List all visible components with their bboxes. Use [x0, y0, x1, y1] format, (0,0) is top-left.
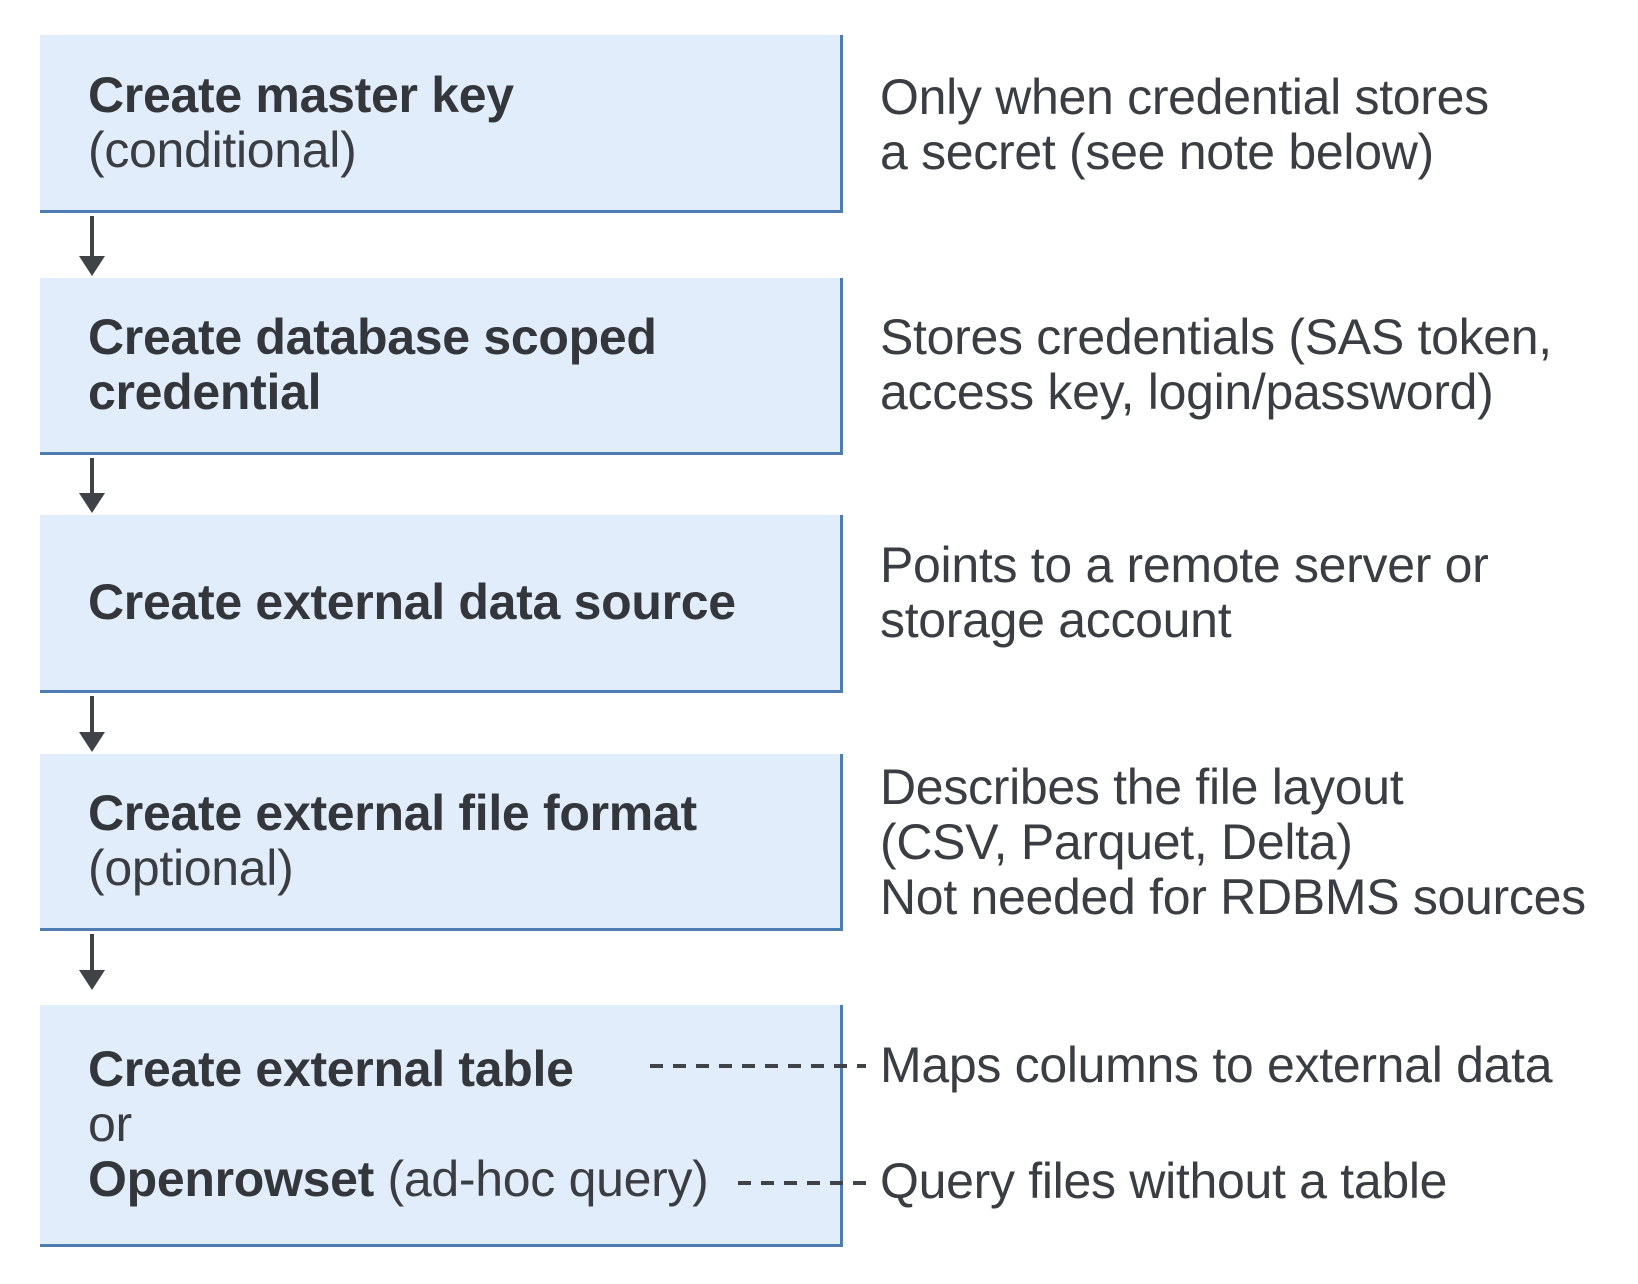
note-data-source: Points to a remote server or storage acc… — [880, 538, 1630, 648]
note-line: Describes the file layout — [880, 759, 1404, 815]
arrow-stem — [90, 216, 94, 256]
arrow-stem — [90, 934, 94, 970]
note-credential: Stores credentials (SAS token, access ke… — [880, 310, 1630, 420]
arrow-head — [79, 256, 105, 276]
arrow-down-icon — [79, 696, 105, 752]
arrow-head — [79, 970, 105, 990]
dashed-connector — [650, 1064, 866, 1068]
step-title: Create external table — [88, 1041, 574, 1097]
note-line: storage account — [880, 592, 1232, 648]
step-title: Create external file format — [88, 785, 697, 841]
arrow-head — [79, 493, 105, 513]
note-file-format: Describes the file layout (CSV, Parquet,… — [880, 760, 1630, 925]
note-line: Maps columns to external data — [880, 1037, 1553, 1093]
note-line: Points to a remote server or — [880, 537, 1489, 593]
note-line: a secret (see note below) — [880, 124, 1434, 180]
note-line: (CSV, Parquet, Delta) — [880, 814, 1353, 870]
note-line: Stores credentials (SAS token, — [880, 309, 1552, 365]
step-title: Create master key — [88, 66, 514, 123]
note-external-table: Maps columns to external data — [880, 1038, 1630, 1093]
step-subtitle: (optional) — [88, 840, 294, 896]
step-box-external-data-source: Create external data source — [40, 515, 843, 693]
dashed-connector — [738, 1181, 866, 1185]
step-subtitle: (conditional) — [88, 121, 357, 178]
note-openrowset: Query files without a table — [880, 1154, 1630, 1209]
arrow-down-icon — [79, 458, 105, 513]
note-line: access key, login/password) — [880, 364, 1494, 420]
arrow-head — [79, 732, 105, 752]
note-line: Query files without a table — [880, 1153, 1448, 1209]
step-box-scoped-credential: Create database scoped credential — [40, 278, 843, 455]
step-box-external-file-format: Create external file format (optional) — [40, 754, 843, 931]
arrow-stem — [90, 458, 94, 493]
step-alt-title: Openrowset — [88, 1151, 374, 1207]
step-alt-suffix: (ad-hoc query) — [387, 1151, 709, 1207]
step-title: Create database scoped credential — [88, 309, 657, 420]
note-line: Not needed for RDBMS sources — [880, 869, 1586, 925]
step-box-master-key: Create master key (conditional) — [40, 35, 843, 213]
arrow-down-icon — [79, 934, 105, 990]
step-title: Create external data source — [88, 574, 736, 630]
note-line: Only when credential stores — [880, 69, 1489, 125]
step-alt-line: Openrowset (ad-hoc query) — [88, 1152, 840, 1207]
arrow-down-icon — [79, 216, 105, 276]
note-master-key: Only when credential stores a secret (se… — [880, 70, 1630, 180]
arrow-stem — [90, 696, 94, 732]
step-box-external-table: Create external table or Openrowset (ad-… — [40, 1005, 843, 1247]
step-or-label: or — [88, 1096, 132, 1152]
